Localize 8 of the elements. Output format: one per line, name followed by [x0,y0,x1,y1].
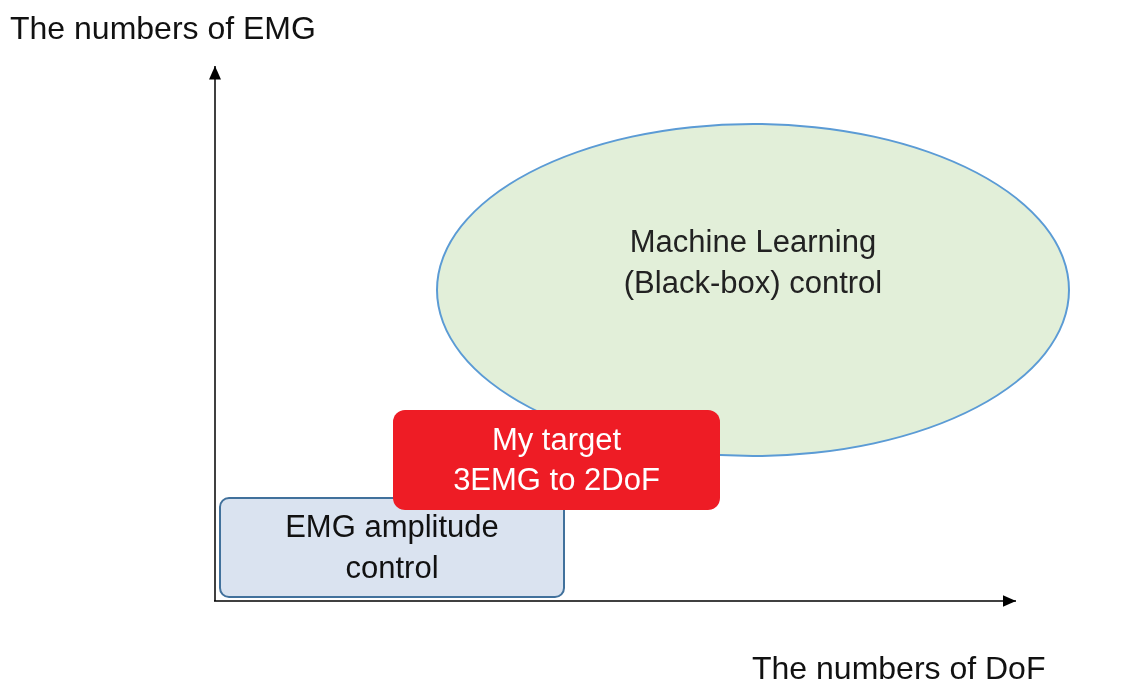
node-label: EMG amplitude control [284,508,500,587]
node-label: Machine Learning (Black-box) control [622,223,884,302]
node-label: 3EMG to 2DoF [453,461,660,499]
target-box [393,410,720,510]
category-box [219,497,565,598]
node-label: My target [491,420,622,459]
axis-label: The numbers of DoF [752,650,1046,687]
axis-label: The numbers of EMG [10,10,316,47]
